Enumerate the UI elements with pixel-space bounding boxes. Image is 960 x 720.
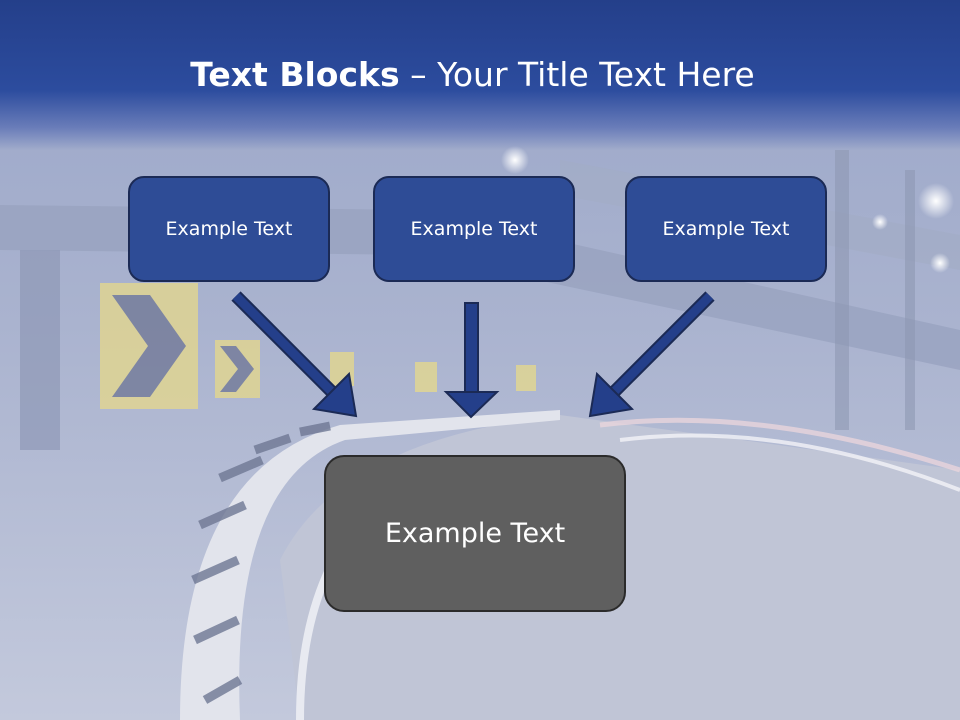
title-band [0, 0, 960, 150]
text-block-top-center-label: Example Text [410, 218, 538, 240]
arrow-right-diagonal [588, 291, 715, 418]
text-block-bottom-label: Example Text [384, 518, 566, 549]
text-block-top-right-label: Example Text [662, 218, 790, 240]
slide-title-bold: Text Blocks [190, 55, 400, 94]
text-block-top-left-label: Example Text [165, 218, 293, 240]
text-block-top-left[interactable]: Example Text [128, 176, 330, 282]
text-block-top-center[interactable]: Example Text [373, 176, 575, 282]
arrow-center-down [443, 302, 500, 419]
slide-title-rest: – Your Title Text Here [399, 55, 755, 94]
arrow-left-diagonal [231, 291, 358, 418]
text-block-bottom[interactable]: Example Text [324, 455, 626, 612]
text-block-top-right[interactable]: Example Text [625, 176, 827, 282]
slide-title: Text Blocks – Your Title Text Here [0, 52, 945, 98]
